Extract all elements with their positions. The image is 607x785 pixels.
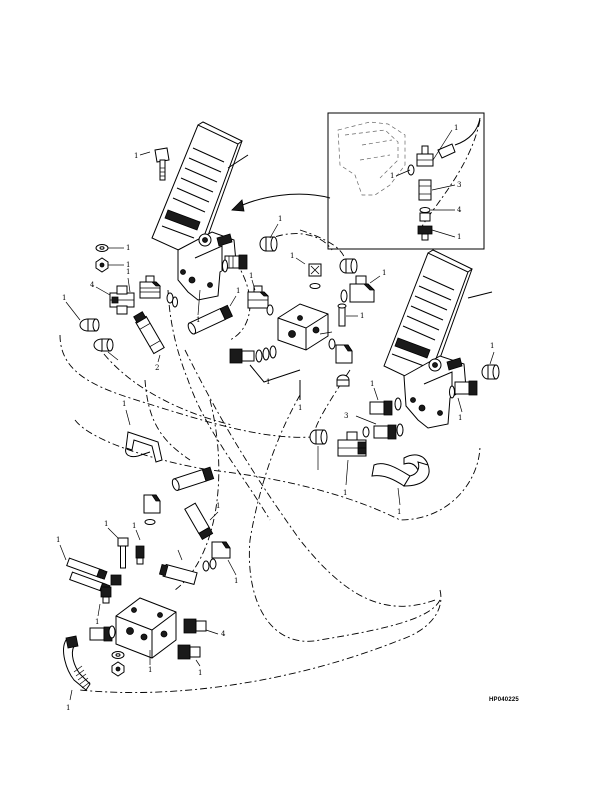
center-fittings: 1 1 1 xyxy=(229,258,386,412)
svg-text:4: 4 xyxy=(90,281,95,289)
figure-id-label: HP040225 xyxy=(489,697,519,703)
svg-text:1: 1 xyxy=(66,704,70,712)
pedal-mounting-bolt: 1 xyxy=(134,147,170,181)
svg-text:1: 1 xyxy=(56,536,60,544)
hose-bracket-clip: 1 xyxy=(122,400,163,463)
svg-text:2: 2 xyxy=(155,364,159,372)
svg-text:1: 1 xyxy=(290,252,294,260)
lower-pipes: 1 1 xyxy=(143,466,238,586)
svg-text:1: 1 xyxy=(390,172,394,180)
svg-text:1: 1 xyxy=(216,502,220,510)
svg-text:1: 1 xyxy=(249,272,253,280)
svg-text:1: 1 xyxy=(458,414,462,422)
svg-text:1: 1 xyxy=(62,294,66,302)
svg-text:1: 1 xyxy=(360,312,364,320)
svg-text:1: 1 xyxy=(397,508,401,516)
svg-text:1: 1 xyxy=(126,244,130,252)
svg-text:1: 1 xyxy=(95,618,99,626)
svg-text:1: 1 xyxy=(104,520,108,528)
center-valve-block: 1 1 xyxy=(277,252,364,351)
svg-text:1: 1 xyxy=(370,380,374,388)
svg-text:1: 1 xyxy=(236,287,240,295)
detail-inset: 1 1 3 4 1 xyxy=(327,112,485,250)
hose-elbow xyxy=(371,454,430,487)
right-brake-pedal xyxy=(383,249,473,429)
svg-text:3: 3 xyxy=(344,412,348,420)
svg-text:1: 1 xyxy=(457,233,461,241)
left-pedal-leaders: 1 xyxy=(196,154,249,324)
svg-text:1: 1 xyxy=(234,577,238,585)
svg-text:1: 1 xyxy=(343,489,347,497)
svg-text:1: 1 xyxy=(122,400,126,408)
svg-text:1: 1 xyxy=(148,666,152,674)
left-pedal-fittings: 1 1 4 1 1 xyxy=(62,244,178,372)
flex-hose-lower-left: 1 xyxy=(63,635,91,712)
left-brake-pedal xyxy=(151,121,243,301)
mid-upper-fittings: 1 1 1 xyxy=(187,215,282,335)
svg-text:1: 1 xyxy=(278,215,282,223)
svg-text:1: 1 xyxy=(298,404,302,412)
right-pedal-leader xyxy=(467,291,493,299)
svg-text:1: 1 xyxy=(126,268,130,276)
svg-text:1: 1 xyxy=(454,124,458,132)
inset-pointer-arrow xyxy=(231,193,331,211)
svg-text:1: 1 xyxy=(382,269,386,277)
lower-block-fittings: 1 1 1 1 xyxy=(56,520,226,677)
svg-text:1: 1 xyxy=(126,261,130,269)
svg-text:1: 1 xyxy=(134,152,138,160)
inset-pointer-arrowhead xyxy=(231,199,245,212)
svg-text:1: 1 xyxy=(266,378,270,386)
svg-text:4: 4 xyxy=(457,206,462,214)
svg-text:1: 1 xyxy=(490,342,494,350)
svg-text:4: 4 xyxy=(221,630,226,638)
svg-text:1: 1 xyxy=(132,522,136,530)
svg-text:1: 1 xyxy=(198,669,202,677)
right-pedal-fittings: 1 1 1 3 1 xyxy=(309,342,500,516)
svg-text:1: 1 xyxy=(196,316,200,324)
lower-valve-block: 1 xyxy=(115,597,177,674)
svg-text:3: 3 xyxy=(457,181,461,189)
